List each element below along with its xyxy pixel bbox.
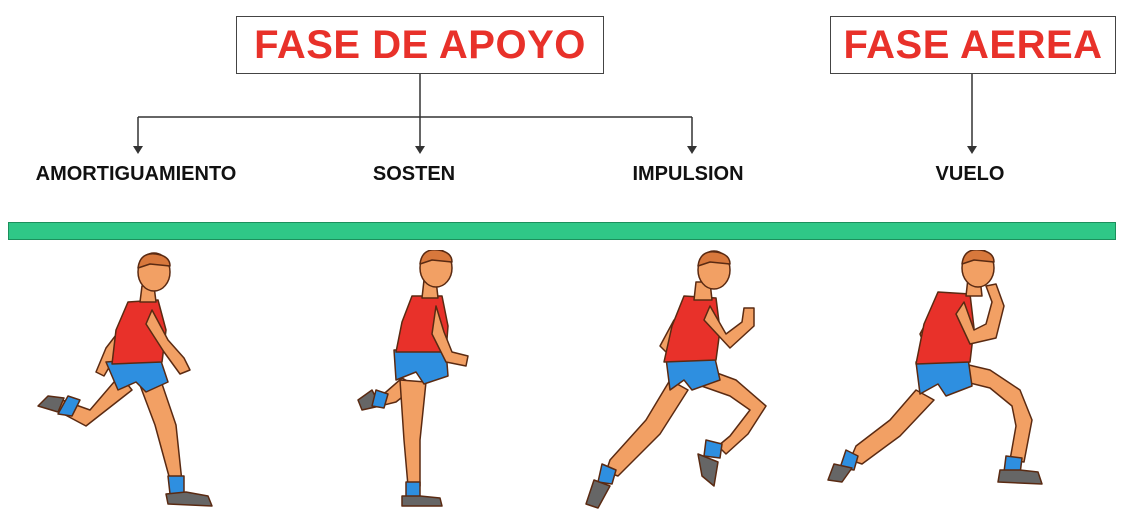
running-track xyxy=(8,222,1116,240)
stage-label-sosten: SOSTEN xyxy=(372,163,456,185)
arrow-head-icon xyxy=(967,146,977,154)
runner-amortiguamiento-illustration xyxy=(37,252,213,507)
phase-title-aerea: FASE AEREA xyxy=(843,22,1103,67)
phase-title-apoyo: FASE DE APOYO xyxy=(254,22,586,67)
stage-label-impulsion: IMPULSION xyxy=(632,163,744,185)
phase-box-apoyo: FASE DE APOYO xyxy=(236,16,604,74)
stage-label-amortiguamiento: AMORTIGUAMIENTO xyxy=(35,163,237,185)
arrow-head-icon xyxy=(133,146,143,154)
arrow-head-icon xyxy=(415,146,425,154)
runner-sosten-illustration xyxy=(357,250,469,507)
runner-vuelo-illustration xyxy=(827,250,1043,485)
stage-label-vuelo: VUELO xyxy=(935,163,1005,185)
connector-arrows xyxy=(133,74,977,154)
arrow-head-icon xyxy=(687,146,697,154)
runner-impulsion-illustration xyxy=(585,250,767,509)
phase-box-aerea: FASE AEREA xyxy=(830,16,1116,74)
